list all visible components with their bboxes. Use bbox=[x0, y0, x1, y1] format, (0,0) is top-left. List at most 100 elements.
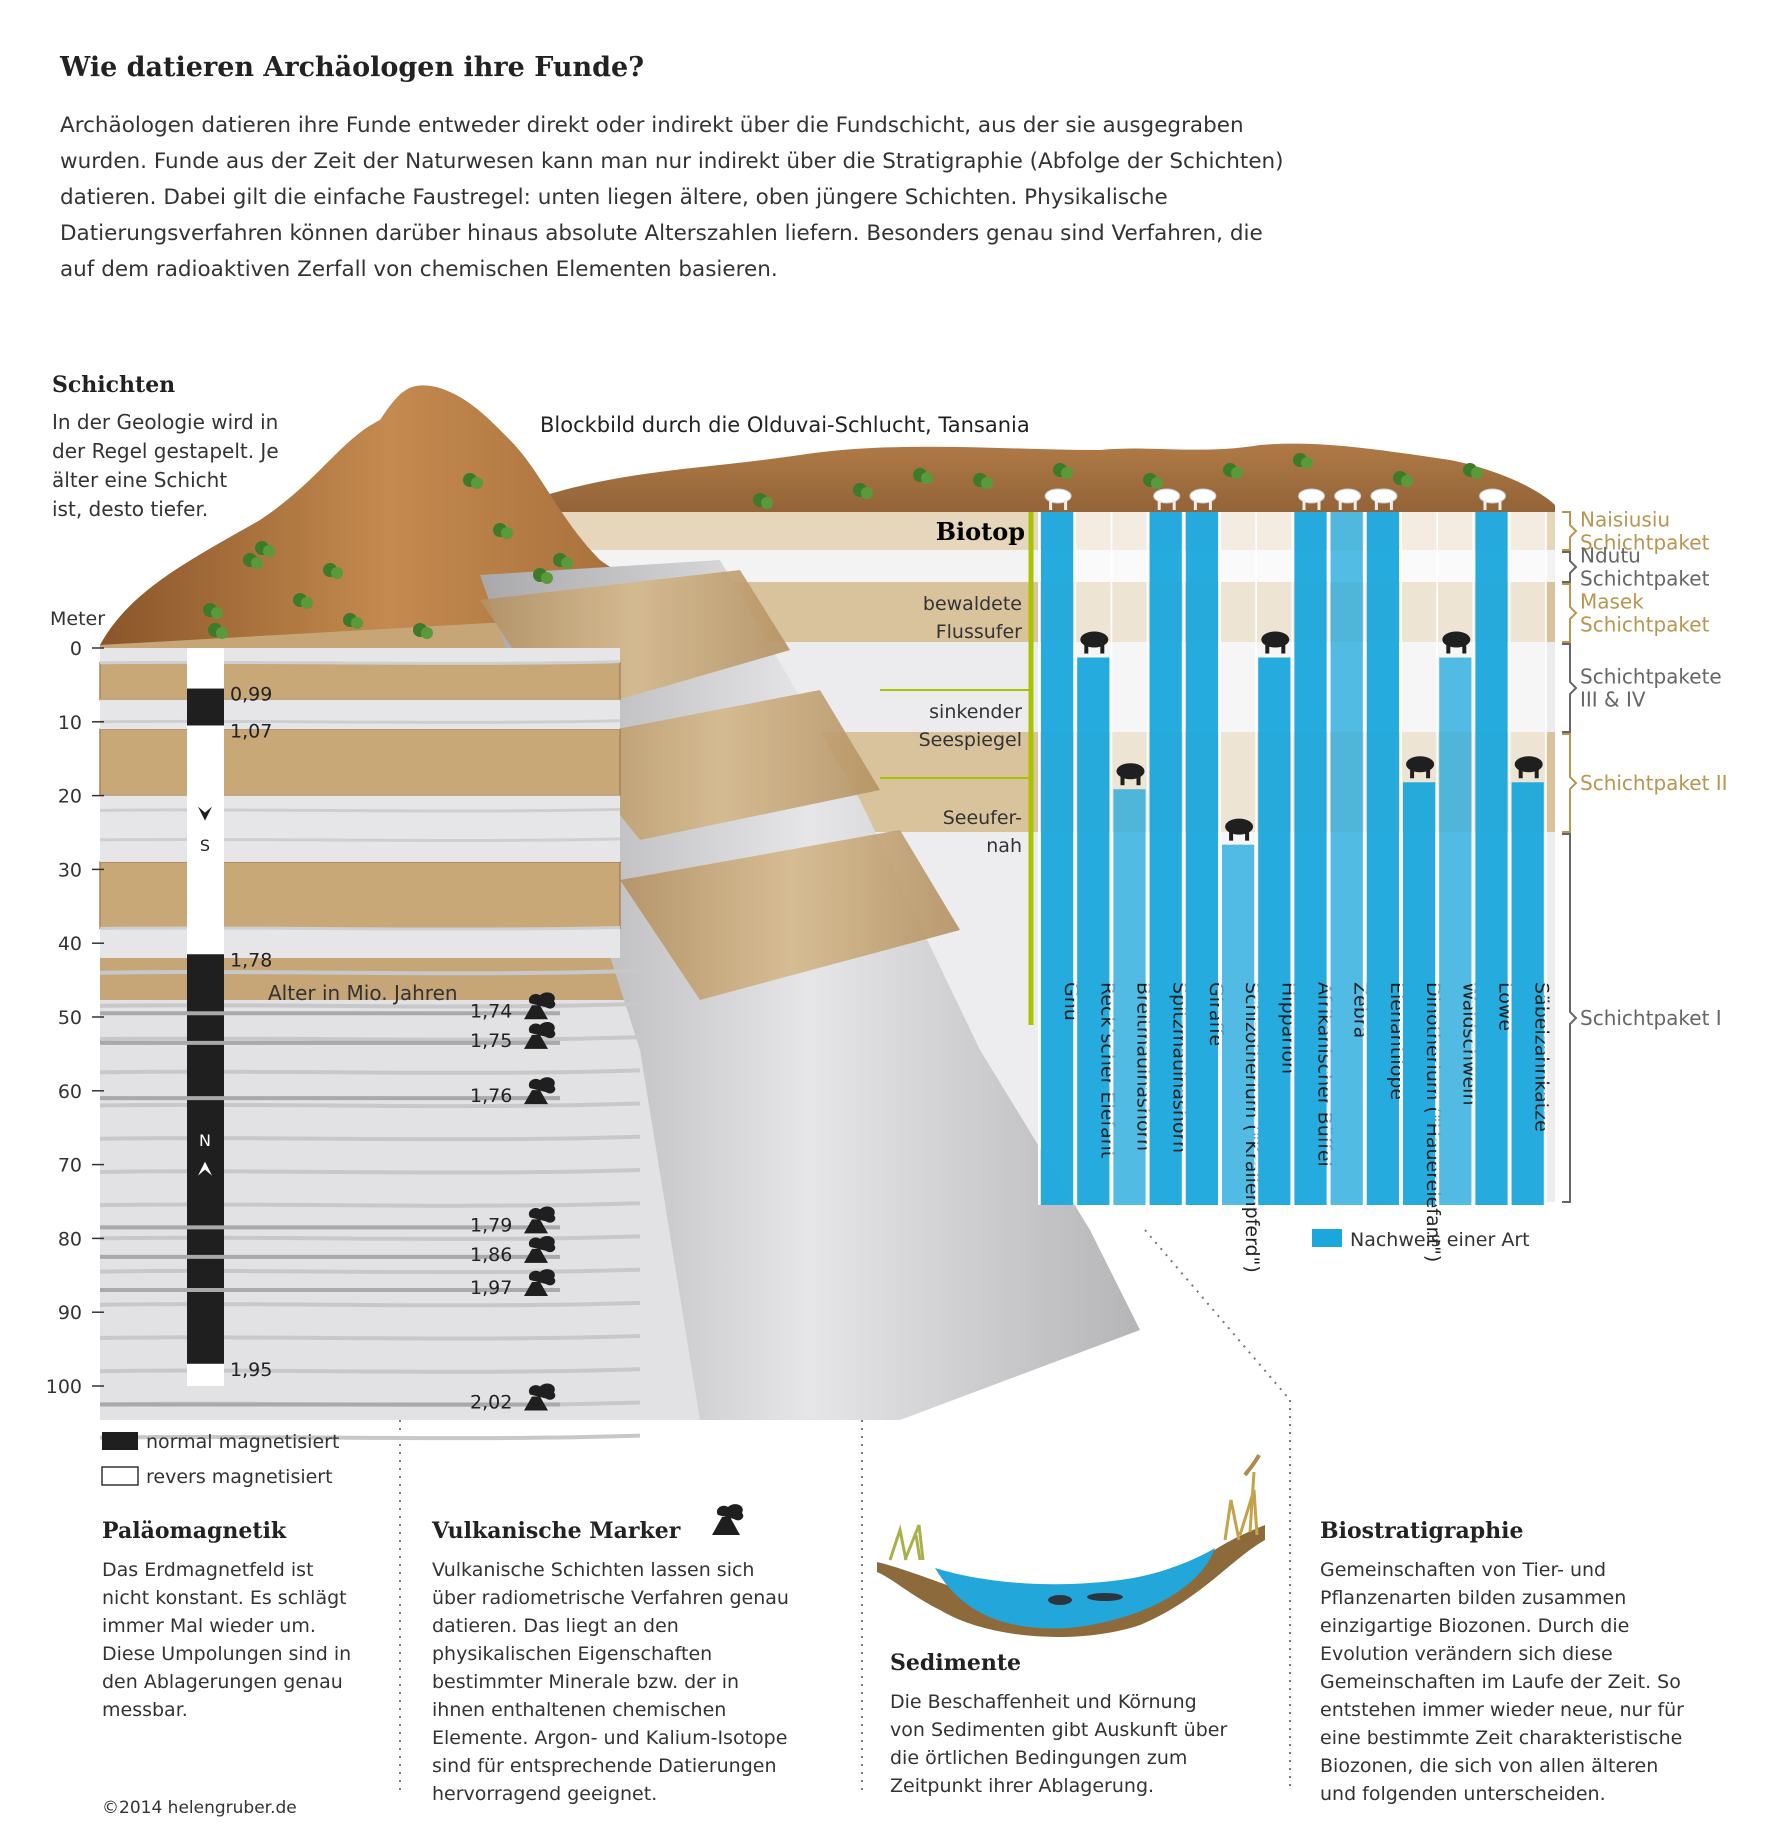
strata-line bbox=[99, 837, 621, 842]
legend-revers-swatch bbox=[101, 1466, 139, 1486]
schichtpaket-bracket bbox=[1562, 583, 1578, 643]
animal-icon bbox=[1302, 500, 1306, 510]
schichtpaket-label: Schichtpaket bbox=[1580, 531, 1710, 555]
volcano-icon bbox=[524, 992, 556, 1020]
intro-line: Archäologen datieren ihre Funde entweder… bbox=[60, 113, 1244, 138]
strata-line bbox=[99, 1167, 641, 1175]
strata-line bbox=[99, 1001, 641, 1009]
text-line: Vulkanische Schichten lassen sich bbox=[432, 1559, 755, 1581]
polarity-boundary-age: 1,95 bbox=[230, 1359, 272, 1381]
species-label: Säbelzahnkatze bbox=[1531, 982, 1553, 1132]
tree bbox=[981, 477, 993, 489]
species-presence-bar bbox=[1403, 782, 1436, 1205]
sedimente-heading: Sedimente bbox=[890, 1650, 1022, 1676]
animal-icon bbox=[1265, 643, 1270, 654]
animal-icon bbox=[1338, 500, 1342, 510]
paleomagnetik-heading: Paläomagnetik bbox=[102, 1518, 287, 1544]
strata-line bbox=[99, 1101, 641, 1109]
polarity-boundary-age: 1,78 bbox=[230, 949, 272, 971]
copyright: ©2014 helengruber.de bbox=[102, 1798, 297, 1818]
strata-line bbox=[99, 1201, 641, 1208]
tree bbox=[1471, 467, 1483, 479]
terrace-sand-3 bbox=[620, 830, 960, 1000]
animal-icon bbox=[1153, 488, 1181, 504]
animal-icon bbox=[1498, 500, 1502, 510]
age-label: Alter in Mio. Jahren bbox=[268, 981, 458, 1005]
animal-icon bbox=[1298, 488, 1325, 504]
intro-text: Archäologen datieren ihre Funde entweder… bbox=[60, 108, 1460, 288]
tree bbox=[471, 477, 483, 489]
strata-line bbox=[99, 1234, 641, 1241]
animal-icon bbox=[1281, 643, 1286, 654]
schichten-line: älter eine Schicht bbox=[52, 468, 228, 492]
species-presence-bar bbox=[1077, 657, 1110, 1205]
schichtpaket-label: Schichtpaket bbox=[1580, 567, 1710, 591]
animal-icon bbox=[1084, 643, 1089, 654]
animal-icon bbox=[1534, 768, 1539, 779]
tree bbox=[541, 572, 553, 584]
volcano-icon bbox=[524, 1269, 556, 1297]
depth-tick-label: 0 bbox=[70, 638, 82, 660]
magnetic-segment-normal bbox=[187, 954, 224, 1364]
sand-layer bbox=[99, 861, 621, 930]
strata-line bbox=[99, 1068, 641, 1075]
animal-icon bbox=[1370, 488, 1398, 504]
animal-icon bbox=[1410, 768, 1415, 779]
intro-line: auf dem radioaktiven Zerfall von chemisc… bbox=[60, 257, 778, 282]
animal-icon bbox=[1193, 500, 1197, 510]
animal-icon bbox=[1229, 830, 1234, 841]
schichten-line: der Regel gestapelt. Je bbox=[52, 439, 279, 463]
species-presence-bar bbox=[1366, 512, 1399, 1205]
schichtpaket-bracket bbox=[1562, 733, 1578, 833]
text-line: Das Erdmagnetfeld ist bbox=[102, 1559, 314, 1581]
depth-tick-label: 20 bbox=[58, 786, 82, 808]
polarity-boundary-age: 1,07 bbox=[230, 720, 272, 742]
volcanic-age-label: 1,79 bbox=[470, 1214, 512, 1236]
zone-label-shore: Seeufer- bbox=[943, 807, 1022, 829]
tree bbox=[501, 527, 513, 539]
schichtpaket-label: Masek bbox=[1580, 590, 1644, 614]
arrow-down-icon bbox=[198, 806, 212, 821]
grey-layer bbox=[100, 648, 620, 663]
blockbild-caption: Blockbild durch die Olduvai-Schlucht, Ta… bbox=[540, 413, 1030, 437]
tree bbox=[351, 617, 363, 629]
species-presence-bar bbox=[1113, 789, 1146, 1205]
volcanic-age-label: 1,86 bbox=[470, 1244, 512, 1266]
text-line: Die Beschaffenheit und Körnung bbox=[890, 1691, 1197, 1713]
schichtpaket-label: Schichtpakete bbox=[1580, 665, 1722, 689]
depth-tick-label: 70 bbox=[58, 1155, 82, 1177]
species-presence-bar bbox=[1294, 512, 1327, 1205]
strata-line bbox=[99, 1433, 641, 1441]
tree bbox=[331, 567, 343, 579]
strata-line bbox=[99, 660, 621, 665]
schichtpaket-label: Naisiusiu bbox=[1580, 508, 1670, 532]
legend-normal-label: normal magnetisiert bbox=[146, 1431, 339, 1453]
text-line: ihnen enthaltenen chemischen bbox=[432, 1699, 727, 1721]
text-line: Elemente. Argon- und Kalium-Isotope bbox=[432, 1727, 788, 1749]
magnetic-segment-revers bbox=[187, 1363, 224, 1386]
zone-label-forest-2: Flussufer bbox=[936, 621, 1022, 643]
tree bbox=[216, 627, 228, 639]
text-line: von Sedimenten gibt Auskunft über bbox=[890, 1719, 1228, 1741]
legend-species-label: Nachweis einer Art bbox=[1350, 1229, 1530, 1251]
schichtpaket-label: III & IV bbox=[1580, 688, 1646, 712]
depth-tick-label: 10 bbox=[58, 712, 82, 734]
animal-icon bbox=[1044, 488, 1072, 504]
text-line: einzigartige Biozonen. Durch die bbox=[1320, 1615, 1630, 1637]
schichtpaket-bracket bbox=[1562, 551, 1578, 583]
text-line: Diese Umpolungen sind in bbox=[102, 1643, 352, 1665]
volcano-icon bbox=[524, 1206, 556, 1234]
schichten-text: In der Geologie wird in der Regel gestap… bbox=[52, 408, 279, 524]
biostratigraphie-text: Gemeinschaften von Tier- und Pflanzenart… bbox=[1320, 1556, 1684, 1808]
schichtpaket-label: Schichtpaket bbox=[1580, 613, 1710, 637]
pole-n-label: N bbox=[199, 1131, 211, 1150]
tree bbox=[561, 557, 573, 569]
species-presence-bar bbox=[1258, 657, 1291, 1205]
text-line: die örtlichen Bedingungen zum bbox=[890, 1747, 1188, 1769]
tree bbox=[251, 557, 263, 569]
depth-tick-label: 90 bbox=[58, 1302, 82, 1324]
depth-tick-label: 50 bbox=[58, 1007, 82, 1029]
text-line: Gemeinschaften im Laufe der Zeit. So bbox=[1320, 1671, 1681, 1693]
strata-line bbox=[99, 719, 621, 724]
